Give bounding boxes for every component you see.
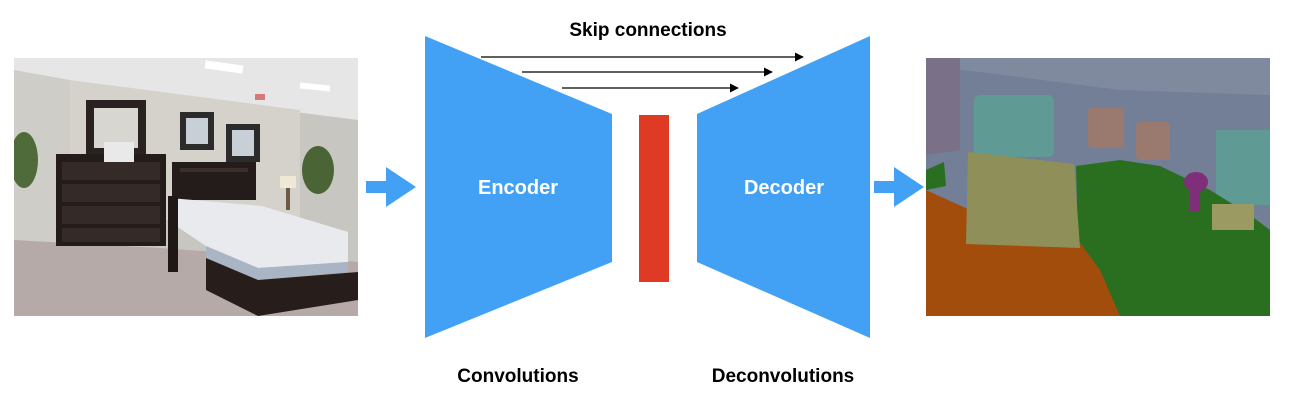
encoder-block bbox=[425, 36, 612, 338]
bottleneck-block bbox=[639, 115, 669, 282]
convolutions-label: Convolutions bbox=[457, 366, 578, 387]
decoder-label: Decoder bbox=[744, 177, 824, 199]
forward-arrow-in-icon bbox=[366, 167, 416, 207]
forward-arrow-out-icon bbox=[874, 167, 924, 207]
deconvolutions-label: Deconvolutions bbox=[712, 366, 855, 387]
segmentation-output bbox=[926, 58, 1270, 316]
input-photo bbox=[14, 58, 358, 316]
encoder-label: Encoder bbox=[478, 177, 558, 199]
skip-connections-title: Skip connections bbox=[569, 20, 726, 41]
decoder-block bbox=[697, 36, 870, 338]
